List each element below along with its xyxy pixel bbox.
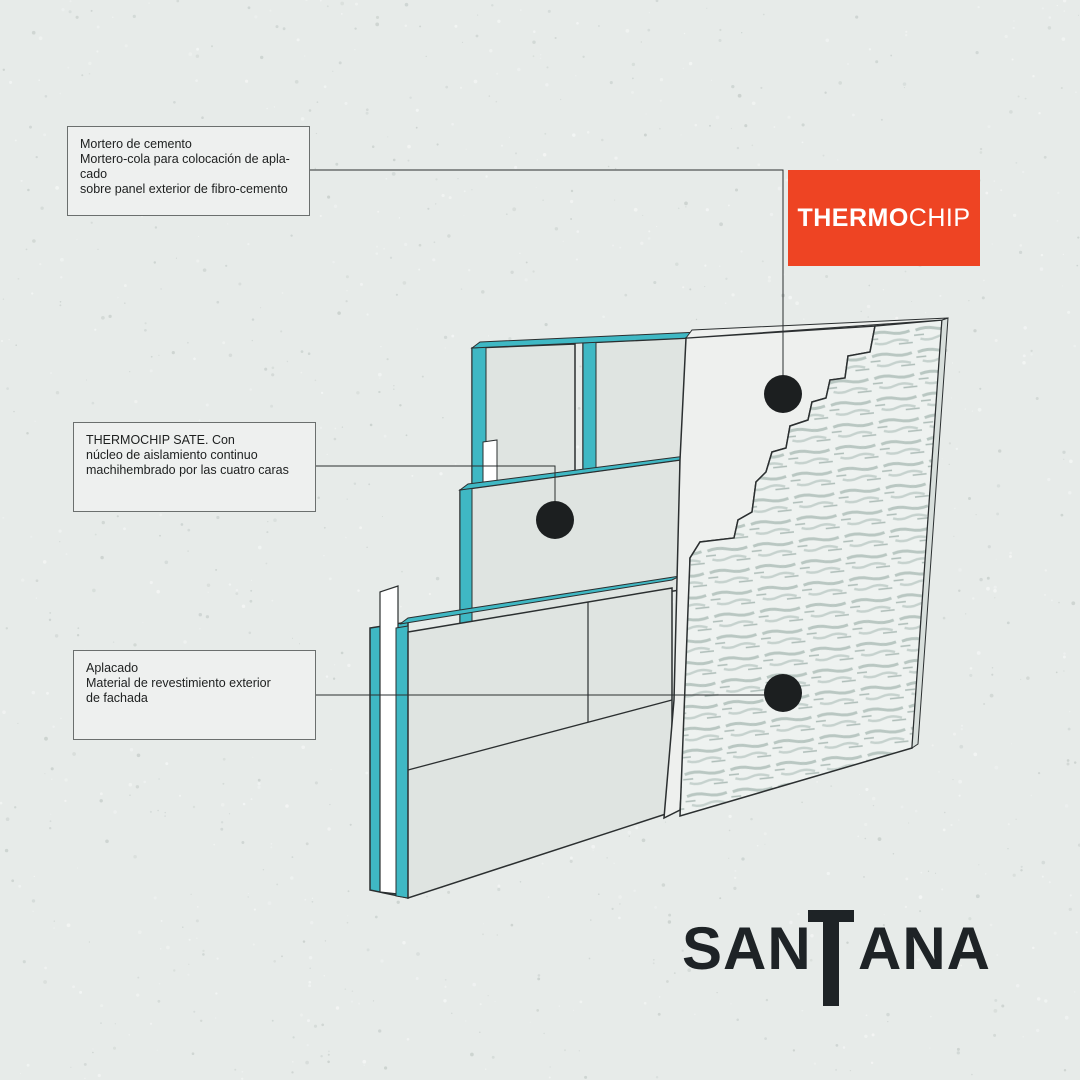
- callout-line: sobre panel exterior de fibro-cemento: [80, 182, 288, 196]
- thermochip-logo: THERMOCHIP: [788, 170, 980, 266]
- callout-line: THERMOCHIP SATE. Con: [86, 433, 235, 447]
- santana-logo-right: ANA: [858, 915, 991, 982]
- callout-line: cado: [80, 167, 108, 181]
- callout-line: Mortero-cola para colocación de apla-: [80, 152, 290, 166]
- marker-aplacado: [764, 674, 802, 712]
- callout-line: Material de revestimiento exterior: [86, 676, 271, 690]
- logo-thermo-text: THERMO: [797, 203, 909, 232]
- callout-line: de fachada: [86, 691, 148, 705]
- santana-logo: SAN ANA: [682, 900, 990, 1010]
- middle-insulation-panel: [458, 455, 687, 625]
- lower-insulation-panels: [369, 575, 681, 900]
- santana-logo-t: [808, 902, 854, 1008]
- callout-line: núcleo de aislamiento continuo: [86, 448, 258, 462]
- callout-mortero-cemento: Mortero de cemento Mortero-cola para col…: [67, 126, 310, 216]
- callout-thermochip-sate: THERMOCHIP SATE. Con núcleo de aislamien…: [73, 422, 316, 512]
- logo-chip-text: CHIP: [908, 203, 971, 232]
- callout-line: machihembrado por las cuatro caras: [86, 463, 289, 477]
- upper-insulation-panels: [470, 331, 701, 487]
- santana-logo-left: SAN: [682, 915, 812, 982]
- callout-line: Mortero de cemento: [80, 137, 192, 151]
- marker-mortero: [764, 375, 802, 413]
- callout-line: Aplacado: [86, 661, 139, 675]
- marker-thermochip-sate: [536, 501, 574, 539]
- stone-cladding: [679, 317, 949, 818]
- leader-line-mortero: [310, 169, 784, 392]
- callout-aplacado: Aplacado Material de revestimiento exter…: [73, 650, 316, 740]
